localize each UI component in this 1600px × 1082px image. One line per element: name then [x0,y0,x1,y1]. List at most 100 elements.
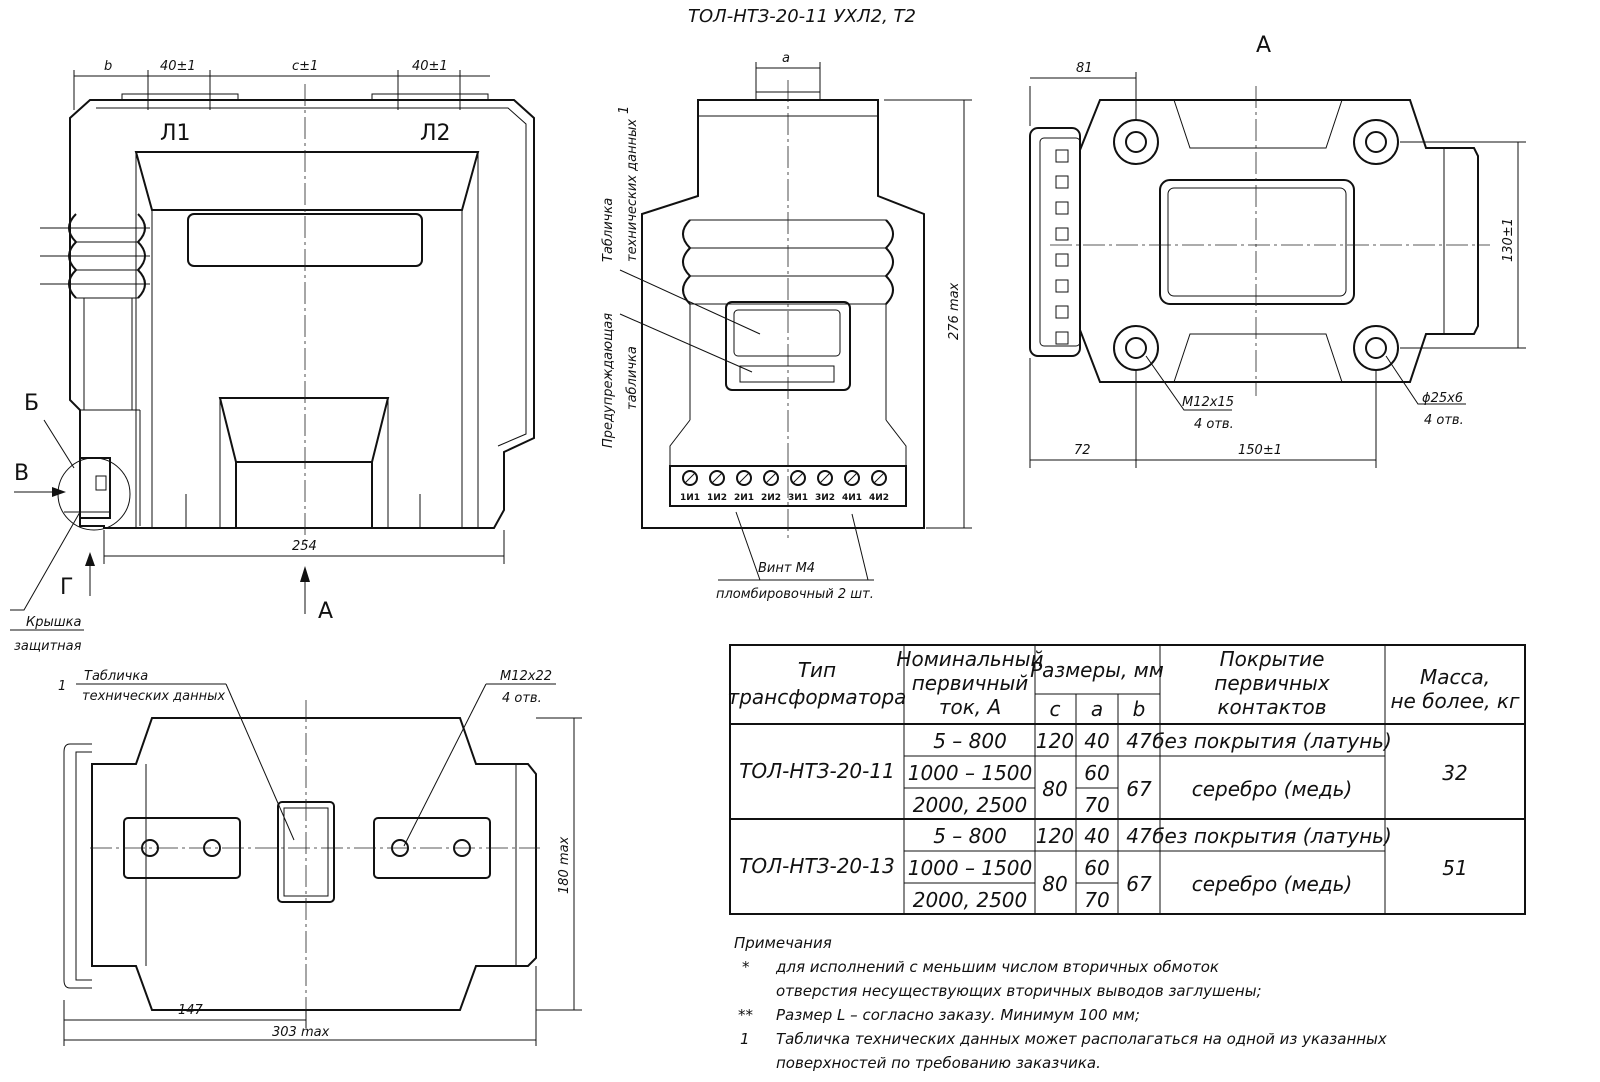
notes: Примечания * для исполнений с меньшим чи… [734,934,1387,1072]
secondary-pin [1055,201,1069,215]
front-view: Л1 Л2 b 40±1 c±1 40±1 254 А Б В Г Крышка… [10,59,535,654]
terminal-screw-slot [684,472,696,484]
cell-coating: серебро (медь) [1192,777,1353,801]
cell-b: 47 [1126,729,1152,753]
view-v-label: В [14,461,29,486]
callout-screw-1: Винт М4 [758,561,815,576]
terminal-screw [709,470,725,486]
notes-heading: Примечания [734,934,832,952]
front-body-inner [96,107,527,447]
th-type-2: трансформатора [728,685,907,709]
cell-type-2: ТОЛ-НТЗ-20-13 [739,854,895,878]
cell-a: 60 [1084,761,1109,785]
terminal-screw [763,470,779,486]
terminal-screw-slot [819,472,831,484]
cell-b: 47 [1126,824,1152,848]
terminal-label: 2И2 [761,493,781,503]
cell-coating: серебро (медь) [1192,872,1353,896]
cell-mass-1: 32 [1442,761,1467,785]
table-frame [729,644,1526,915]
callout-plate-2: технических данных [625,119,640,262]
terminal-label: 2И1 [734,493,754,503]
secondary-pin [1055,227,1069,241]
secondary-pin [1055,149,1069,163]
callout-m12x15: М12х15 [1182,395,1234,410]
cell-c: 120 [1036,729,1074,753]
note-3-marker: 1 [740,1030,750,1048]
dim-150: 150±1 [1238,443,1282,458]
callout-bottom-plate-1: Табличка [84,669,148,684]
cell-current: 1000 – 1500 [908,761,1033,785]
spec-table: Тип трансформатора Номинальный первичный… [728,644,1526,915]
front-window-top [134,151,480,211]
cell-a: 60 [1084,856,1109,880]
view-a-pins [1055,149,1069,345]
cell-coating: без покрытия (латунь) [1152,729,1392,753]
side-warning-plate [739,365,835,383]
view-a-label-top: А [1256,33,1271,58]
note-1-line-1: для исполнений с меньшим числом вторичны… [775,958,1219,976]
th-a: a [1091,697,1103,721]
cell-current: 1000 – 1500 [908,856,1033,880]
terminal-label: 3И1 [788,493,808,503]
th-coating-3: контактов [1217,695,1326,719]
cell-b: 67 [1126,872,1152,896]
terminal-screw [682,470,698,486]
note-3-line-1: Табличка технических данных может распол… [776,1030,1387,1048]
terminal-label-l1: Л1 [160,121,191,146]
terminal-label: 4И1 [842,493,862,503]
cell-b: 67 [1126,777,1152,801]
callout-plate-1: Табличка [601,198,616,262]
side-body-outline [641,99,925,529]
front-lower-opening [218,397,390,463]
th-coating-1: Покрытие [1220,647,1325,671]
detail-circle-b [57,457,131,531]
cell-a: 70 [1084,793,1109,817]
terminal-screw-slot [846,472,858,484]
secondary-pin [1055,279,1069,293]
th-current-3: ток, А [939,695,1001,719]
secondary-pin [1055,175,1069,189]
secondary-pin [1055,331,1069,345]
dim-81: 81 [1076,61,1093,76]
th-current-2: первичный [912,671,1029,695]
cell-current: 5 – 800 [933,824,1007,848]
terminal-screw-slot [711,472,723,484]
dim-254: 254 [292,539,317,554]
cell-a: 40 [1084,824,1109,848]
view-a: А 81 72 150±1 130±1 [1029,33,1526,468]
dim-147: 147 [178,1003,204,1018]
cell-current: 2000, 2500 [913,793,1028,817]
terminal-label: 4И2 [869,493,889,503]
side-data-plate [733,309,841,357]
cell-current: 2000, 2500 [913,888,1028,912]
cell-mass-2: 51 [1442,856,1467,880]
bottom-body-outline [91,717,537,1011]
dim-72: 72 [1074,443,1091,458]
th-coating-2: первичных [1214,671,1330,695]
cell-c: 80 [1042,872,1067,896]
view-a-secondary-box [1029,127,1081,357]
dim-c: c±1 [292,59,318,74]
cell-current: 5 – 800 [933,729,1007,753]
note-1-marker: * [742,958,750,976]
th-current-1: Номинальный [896,647,1043,671]
terminal-label: 1И1 [680,493,700,503]
secondary-pin [1055,253,1069,267]
terminal-screw-slot [738,472,750,484]
callout-cover-2: защитная [14,639,82,654]
callout-cover-1: Крышка [26,615,81,630]
terminal-screw-slot [765,472,777,484]
dim-40-right: 40±1 [412,59,448,74]
cell-coating: без покрытия (латунь) [1152,824,1392,848]
th-b: b [1133,697,1146,721]
cell-c: 80 [1042,777,1067,801]
callout-bottom-plate-2: технических данных [82,689,225,704]
th-c: c [1050,697,1061,721]
callout-warn-1: Предупреждающая [601,313,616,448]
terminal-screw [736,470,752,486]
callout-warn-2: табличка [625,346,640,410]
view-b-label: Б [24,391,39,416]
